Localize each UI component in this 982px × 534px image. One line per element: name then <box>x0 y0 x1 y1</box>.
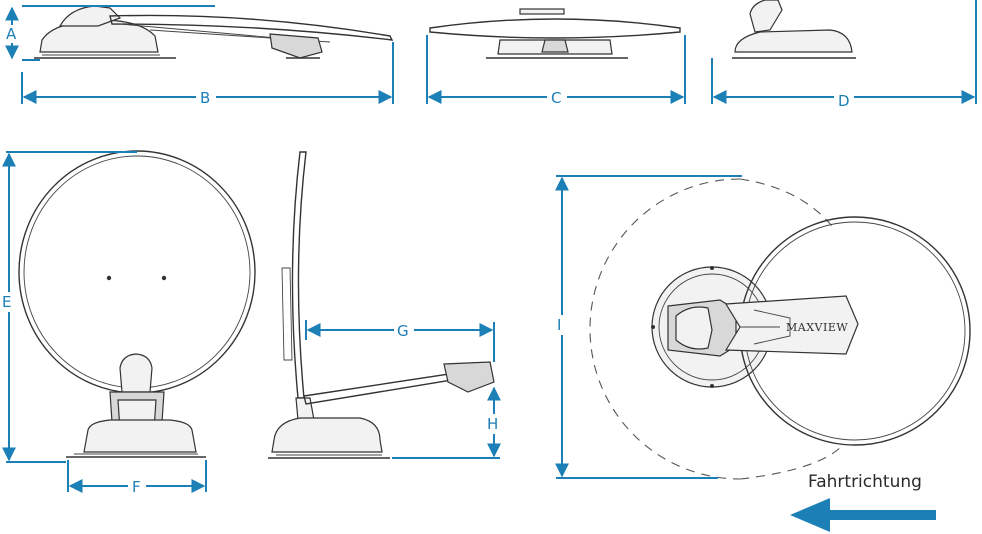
folded-rear-view <box>732 0 856 59</box>
direction-arrow-icon <box>790 498 936 532</box>
raised-side-view <box>268 151 495 459</box>
dimension-label-b: B <box>200 89 210 107</box>
top-view <box>589 178 971 480</box>
folded-side-view <box>34 5 394 59</box>
dimension-label-e: E <box>2 293 11 311</box>
dimension-label-d: D <box>838 92 850 110</box>
folded-front-view <box>429 8 681 59</box>
dimension-label-c: C <box>551 89 561 107</box>
dimension-label-g: G <box>397 322 409 340</box>
direction-caption: Fahrtrichtung <box>808 472 922 492</box>
raised-front-view <box>18 150 256 458</box>
brand-label: MAXVIEW <box>786 321 848 334</box>
dimension-label-a: A <box>6 25 17 43</box>
dimension-label-i: I <box>557 316 561 334</box>
dimension-label-h: H <box>487 415 498 433</box>
dimension-label-f: F <box>132 478 141 496</box>
